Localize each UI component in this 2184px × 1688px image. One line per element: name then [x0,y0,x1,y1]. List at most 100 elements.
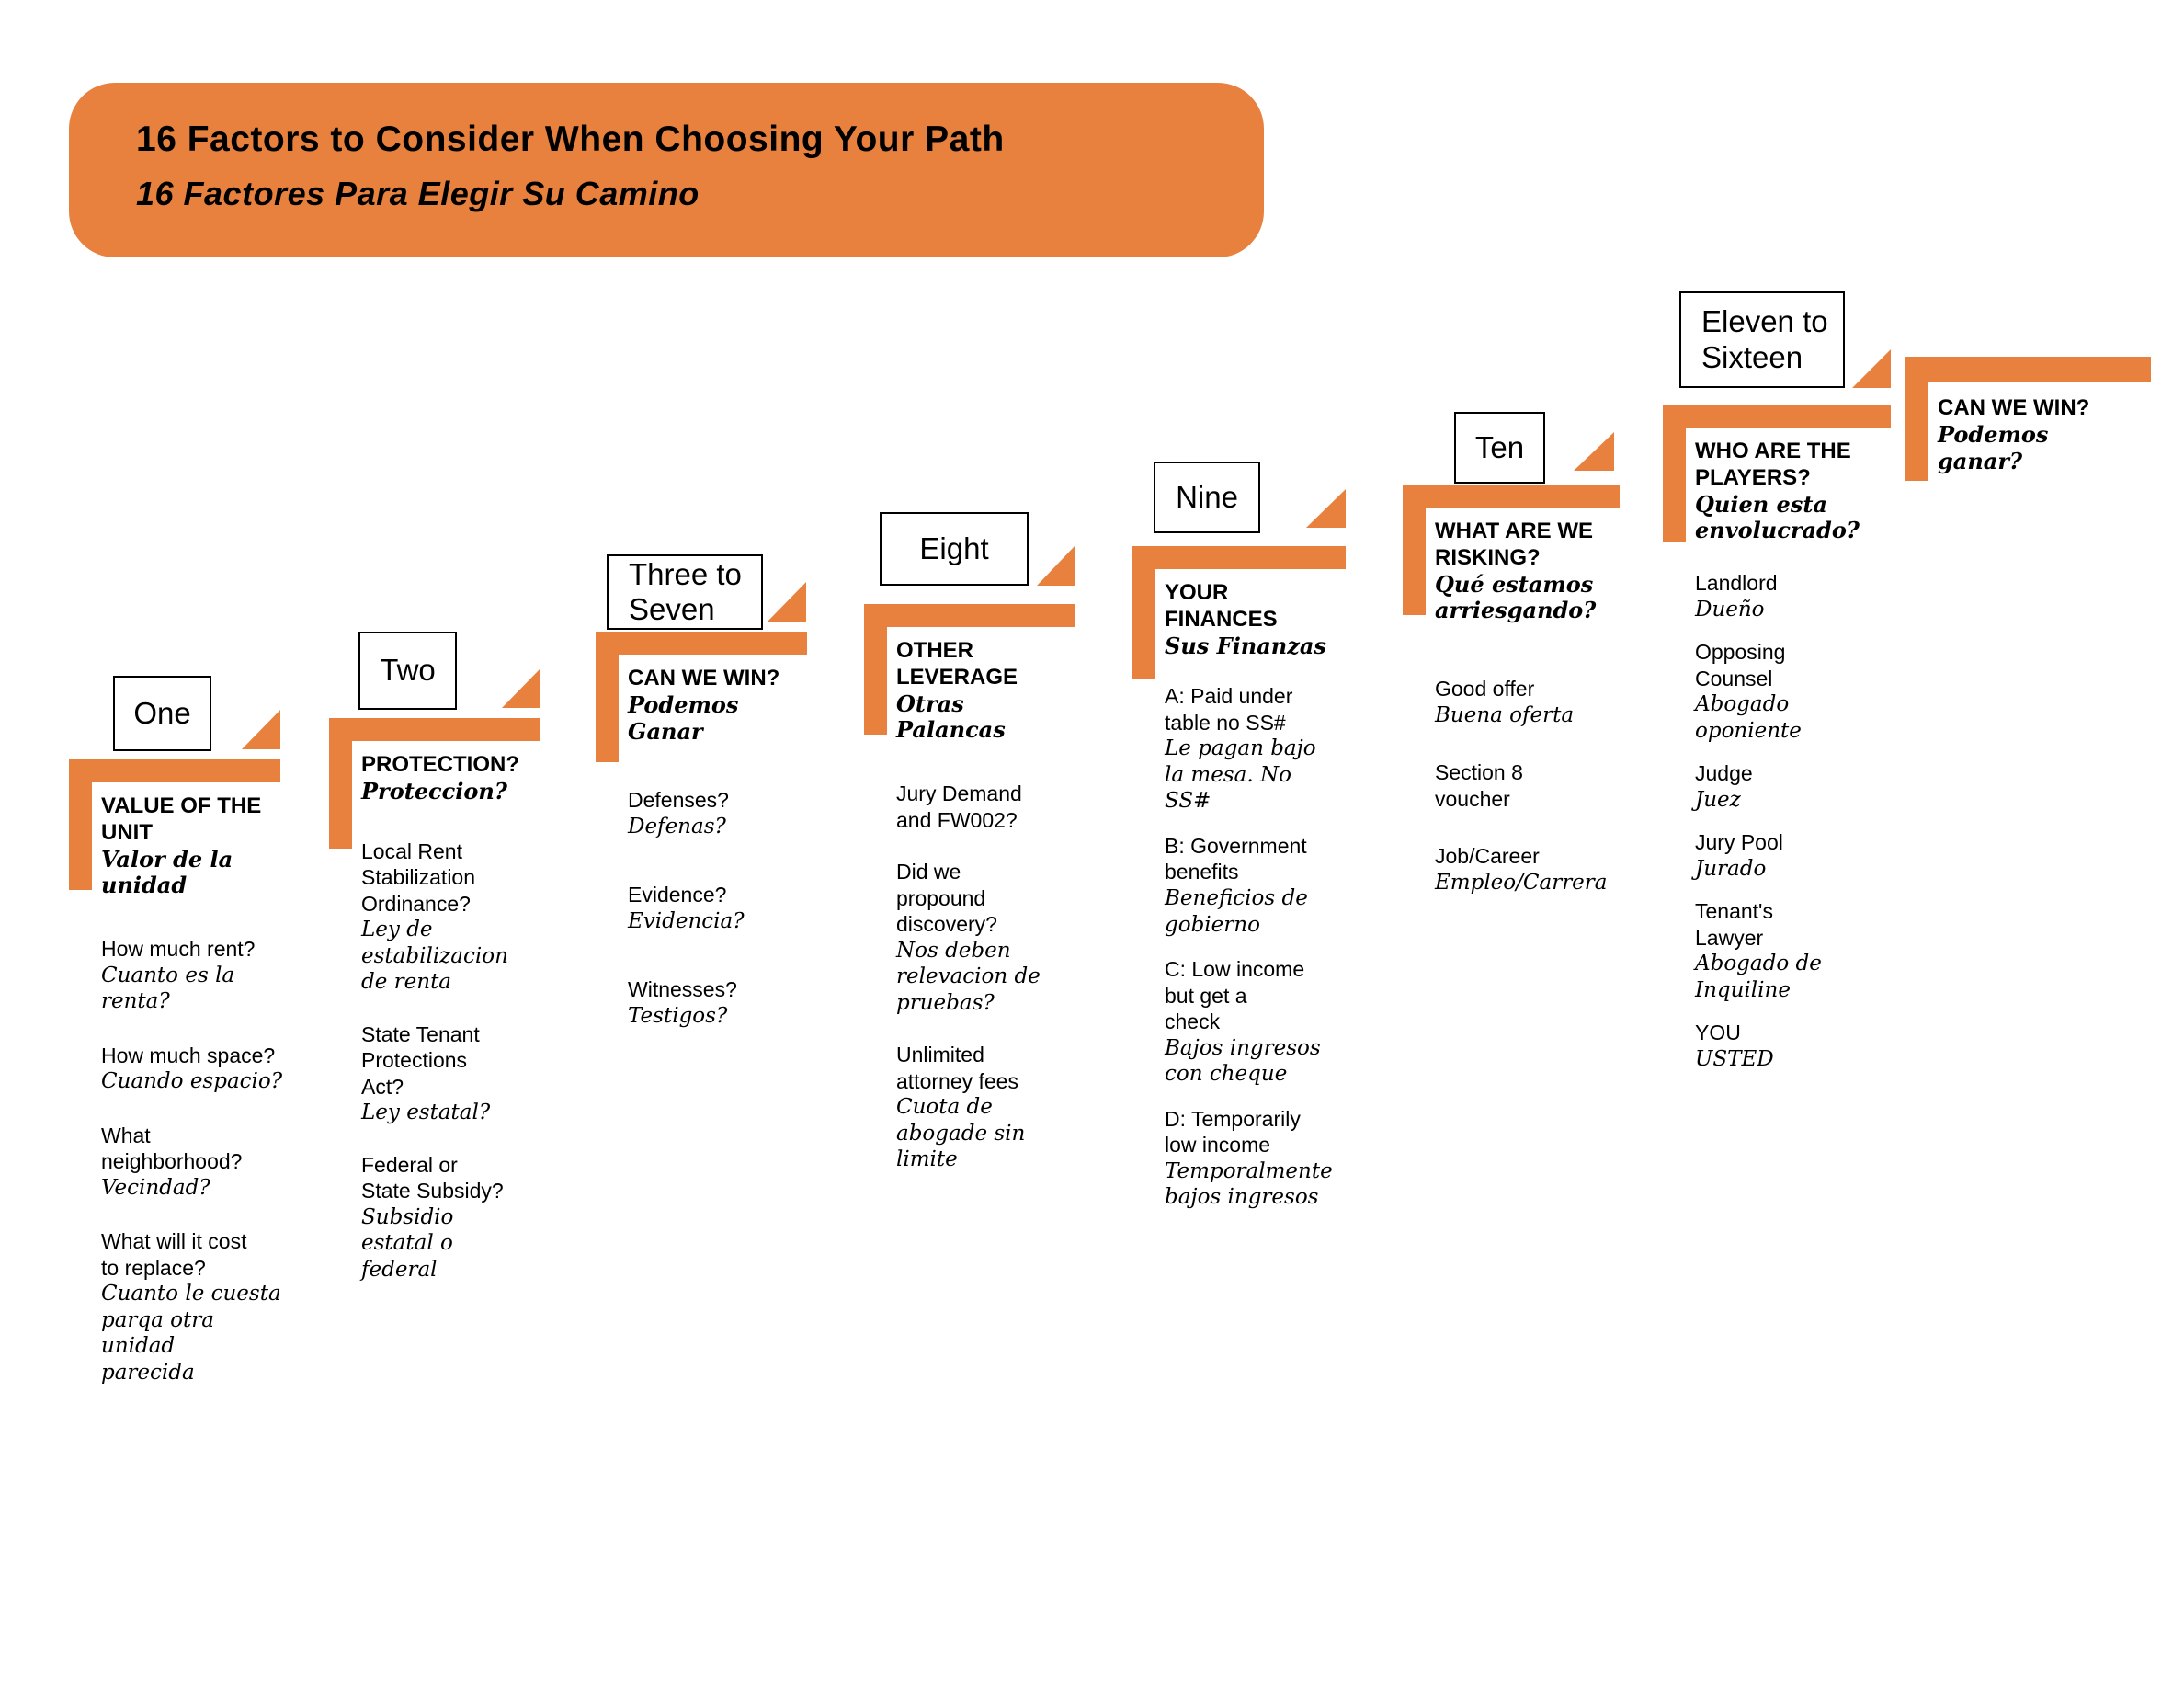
factor-item-es: Cuota de abogade sin limite [896,1095,1026,1172]
factor-heading-en: CAN WE WIN? [1938,395,2090,420]
step-triangle-icon [768,582,806,622]
factor-heading-es: Podemos ganar? [1938,420,2049,474]
factor-item: Jury Demand and FW002? [896,781,1062,833]
factor-item: What neighborhood? Vecindad? [101,1123,285,1202]
step-label-box: Eight [880,512,1029,586]
step-text-column: VALUE OF THE UNIT Valor de la unidad How… [101,793,285,1386]
factor-item-es: Abogado oponiente [1695,692,1802,743]
factor-item: Opposing Counsel Abogado oponiente [1695,639,1879,744]
factor-item-en: Jury Pool [1695,830,1783,855]
factor-heading-es: Podemos Ganar [628,690,739,745]
factor-item: Defenses? Defenas? [628,787,802,839]
factor-item: State Tenant Protections Act? Ley estata… [361,1021,531,1126]
step-corner-horizontal [596,632,807,655]
step-corner-vertical [1403,485,1426,615]
step-corner-vertical [1132,546,1155,679]
step-triangle-icon [1852,349,1891,388]
factor-item: How much rent? Cuanto es la renta? [101,936,285,1015]
factor-item-es: Ley de estabilizacion de renta [361,918,508,995]
factor-item-es: Defenas? [628,814,726,838]
step-label-box: Eleven to Sixteen [1679,291,1845,388]
factor-item-es: Vecindad? [101,1175,210,1200]
factor-item-en: B: Government benefits [1165,833,1307,884]
factor-item-en: Local Rent Stabilization Ordinance? [361,838,476,916]
factor-heading-en: WHAT ARE WE RISKING? [1435,519,1593,570]
factor-item-en: Opposing Counsel [1695,640,1786,690]
factor-heading-en: YOUR FINANCES [1165,580,1278,632]
step-corner-vertical [596,632,619,762]
factor-item-en: Witnesses? [628,977,737,1002]
step-triangle-icon [1574,432,1614,471]
factor-item-en: Did we propound discovery? [896,860,997,937]
factor-item: Jury Pool Jurado [1695,829,1879,882]
factor-heading-en: CAN WE WIN? [628,666,780,690]
factor-item: Unlimited attorney fees Cuota de abogade… [896,1042,1062,1173]
title-spanish: 16 Factores Para Elegir Su Camino [136,175,700,212]
step-label-box: One [113,676,211,751]
step-corner-horizontal [69,759,280,782]
factor-item-es: Ley estatal? [361,1101,491,1125]
factor-item-es: Cuando espacio? [101,1069,283,1094]
step-text-column: WHAT ARE WE RISKING? Qué estamos arriesg… [1435,519,1619,895]
step-corner-horizontal [1663,405,1891,428]
factor-heading-es: Proteccion? [361,777,507,804]
factor-item: Witnesses? Testigos? [628,976,802,1029]
step-triangle-icon [502,668,540,708]
step-triangle-icon [1306,489,1346,528]
factor-item: C: Low income but get a check Bajos ingr… [1165,956,1339,1088]
factor-item-en: Section 8 voucher [1435,760,1523,811]
factor-item: A: Paid under table no SS# Le pagan bajo… [1165,683,1339,815]
factor-item: Federal or State Subsidy? Subsidio estat… [361,1152,531,1283]
factor-item: D: Temporarily low income Temporalmente … [1165,1106,1339,1211]
factor-item-en: Judge [1695,761,1753,786]
factor-item-en: YOU [1695,1021,1741,1045]
factor-item: Good offer Buena oferta [1435,676,1619,728]
factor-item: Tenant's Lawyer Abogado de Inquiline [1695,898,1879,1003]
factor-item: Local Rent Stabilization Ordinance? Ley … [361,838,531,996]
step-corner-vertical [69,759,92,890]
factor-item-en: How much rent? [101,937,256,962]
factor-heading-en: WHO ARE THE PLAYERS? [1695,439,1851,490]
factor-item-en: State Tenant Protections Act? [361,1021,480,1099]
factor-item-en: Evidence? [628,883,727,907]
step-corner-vertical [1663,405,1686,542]
factor-heading-en: VALUE OF THE UNIT [101,793,262,845]
step-label-box: Nine [1154,462,1260,533]
factor-item-en: Unlimited attorney fees [896,1043,1018,1093]
factor-item: Job/Career Empleo/Carrera [1435,843,1619,895]
factor-heading-es: Qué estamos arriesgando? [1435,570,1597,624]
factor-item: B: Government benefits Beneficios de gob… [1165,833,1339,938]
factor-heading-en: PROTECTION? [361,752,519,777]
factor-item-en: Landlord [1695,571,1778,596]
factor-item-es: Abogado de Inquiline [1695,952,1822,1002]
step-label-box: Two [358,632,457,710]
factor-item: What will it cost to replace? Cuanto le … [101,1228,285,1386]
factor-item-en: D: Temporarily low income [1165,1106,1301,1158]
step-corner-horizontal [1905,357,2151,382]
factor-item-en: Job/Career [1435,844,1540,869]
factor-heading-es: Quien esta envolucrado? [1695,490,1860,544]
factor-item-es: Nos deben relevacion de pruebas? [896,938,1041,1015]
factor-item: Landlord Dueño [1695,570,1879,622]
factor-item-es: Temporalmente bajos ingresos [1165,1158,1333,1210]
step-text-column: PROTECTION? Proteccion? Local Rent Stabi… [361,752,531,1283]
factor-item-en: C: Low income but get a check [1165,957,1305,1034]
factor-item-es: Bajos ingresos con cheque [1165,1035,1321,1087]
factor-item-es: Juez [1695,787,1741,812]
factor-heading-en: OTHER LEVERAGE [896,638,1018,690]
factor-item: YOU USTED [1695,1020,1879,1072]
factor-item-en: Tenant's Lawyer [1695,899,1773,950]
factor-item-es: Cuanto le cuesta parqa otra unidad parec… [101,1282,281,1385]
factor-heading-es: Sus Finanzas [1165,632,1326,659]
step-corner-vertical [1905,357,1928,481]
factor-item: Did we propound discovery? Nos deben rel… [896,859,1062,1016]
factor-item: Evidence? Evidencia? [628,882,802,934]
step-text-column: YOUR FINANCES Sus Finanzas A: Paid under… [1165,580,1339,1211]
factor-item-es: Subsidio estatal o federal [361,1204,454,1282]
step-corner-vertical [864,604,887,735]
step-triangle-icon [1037,545,1075,586]
factor-item-en: Good offer [1435,677,1535,701]
step-corner-horizontal [864,604,1075,627]
step-text-column: WHO ARE THE PLAYERS? Quien esta envolucr… [1695,439,1879,1072]
